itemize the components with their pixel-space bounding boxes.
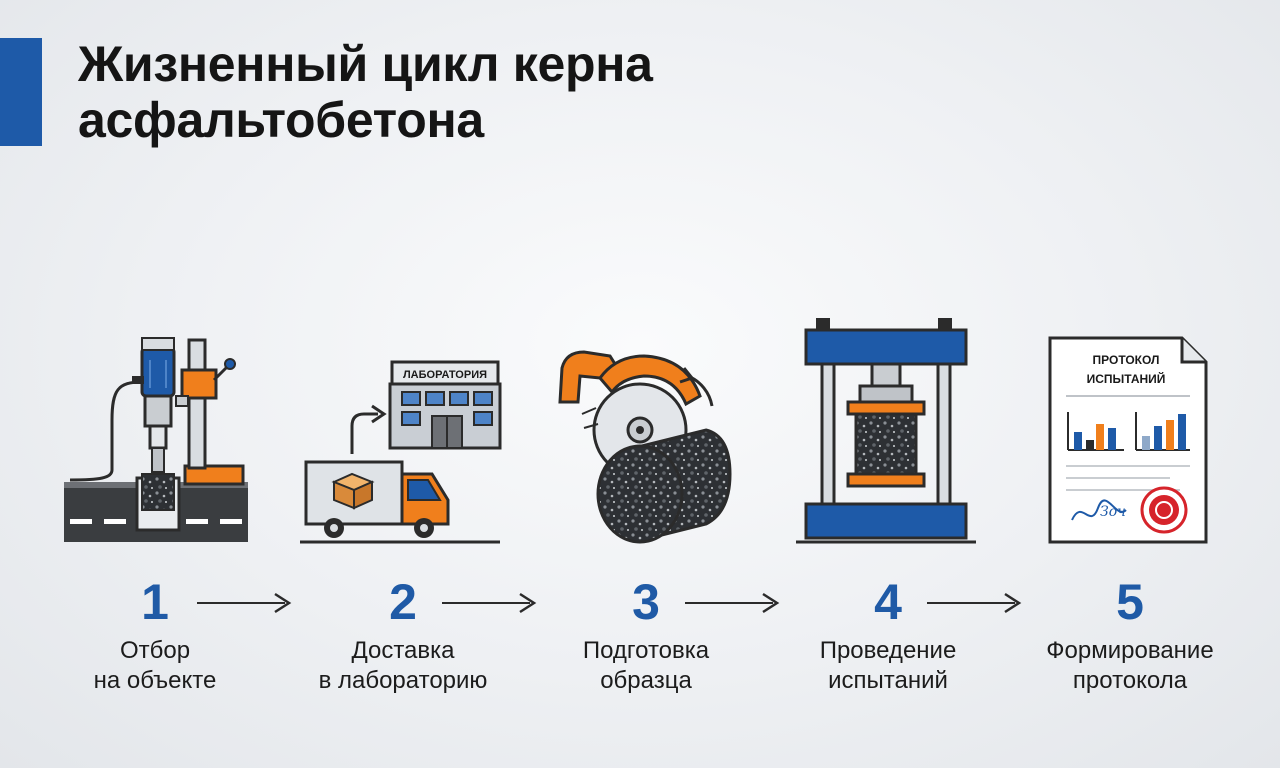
saw-cutting-icon <box>558 350 732 544</box>
step-5-label-line-1: Формирование <box>1046 637 1214 664</box>
laboratory-sign <box>390 360 500 386</box>
step-4-label-line-1: Проведение <box>819 637 957 664</box>
step-1-label-line-1: Отбор <box>119 637 191 664</box>
core-drill-icon <box>64 337 248 542</box>
saw-guard <box>598 354 702 407</box>
step-2-label-line-2: в лабораторию <box>318 667 488 694</box>
laboratory-sign-text: ЛАБОРАТОРИЯ <box>403 369 487 381</box>
step-arrow-1-2 <box>197 592 292 614</box>
step-5-label: Формирование протокола <box>1000 636 1260 696</box>
truck-cargo-box <box>304 460 404 526</box>
test-specimen <box>854 412 918 476</box>
step-4-label-line-2: испытаний <box>828 667 948 694</box>
step-5-number: 5 <box>1116 574 1144 630</box>
step-arrow-2-3 <box>442 592 537 614</box>
report-title-line-2: ИСПЫТАНИЙ <box>1087 371 1166 386</box>
test-report-icon: ПРОТОКОЛ ИСПЫТАНИЙ Зоч <box>1048 336 1208 544</box>
hydraulic-press-icon <box>796 318 976 544</box>
press-base <box>804 502 968 540</box>
step-2-number: 2 <box>389 574 417 630</box>
saw-handle <box>558 350 623 404</box>
title-accent-bar <box>0 38 42 146</box>
step-4-label: Проведение испытаний <box>758 636 1018 696</box>
step-arrow-4-5 <box>927 592 1022 614</box>
process-illustrations: ЛАБОРАТОРИЯ <box>64 318 1208 544</box>
press-top-beam <box>804 328 968 366</box>
step-2-label: Доставка в лабораторию <box>273 636 533 696</box>
drill-base <box>183 464 245 486</box>
drill-motor <box>140 346 176 398</box>
report-title-line-1: ПРОТОКОЛ <box>1093 353 1160 367</box>
drill-bit <box>148 424 168 450</box>
page-title-line-2: асфальтобетона <box>78 92 484 148</box>
drill-column <box>187 338 207 470</box>
step-4-number: 4 <box>874 574 902 630</box>
step-3-label-line-1: Подготовка <box>582 637 710 664</box>
step-5-label-line-2: протокола <box>1072 667 1188 694</box>
step-3-number: 3 <box>632 574 660 630</box>
asphalt-core <box>141 473 175 511</box>
step-2-label-line-1: Доставка <box>351 637 455 664</box>
step-1-label: Отбор на объекте <box>25 636 285 696</box>
step-3-label: Подготовка образца <box>516 636 776 696</box>
drill-carriage <box>180 368 218 400</box>
step-arrow-3-4 <box>685 592 780 614</box>
step-1-label-line-2: на объекте <box>93 667 217 694</box>
page-title: Жизненный цикл керна асфальтобетона <box>78 36 838 148</box>
delivery-truck-icon: ЛАБОРАТОРИЯ <box>300 360 502 544</box>
page-title-line-1: Жизненный цикл керна <box>78 36 653 92</box>
step-3-label-line-2: образца <box>600 667 692 694</box>
report-signature: Зоч <box>1100 504 1126 520</box>
step-1-number: 1 <box>141 574 169 630</box>
